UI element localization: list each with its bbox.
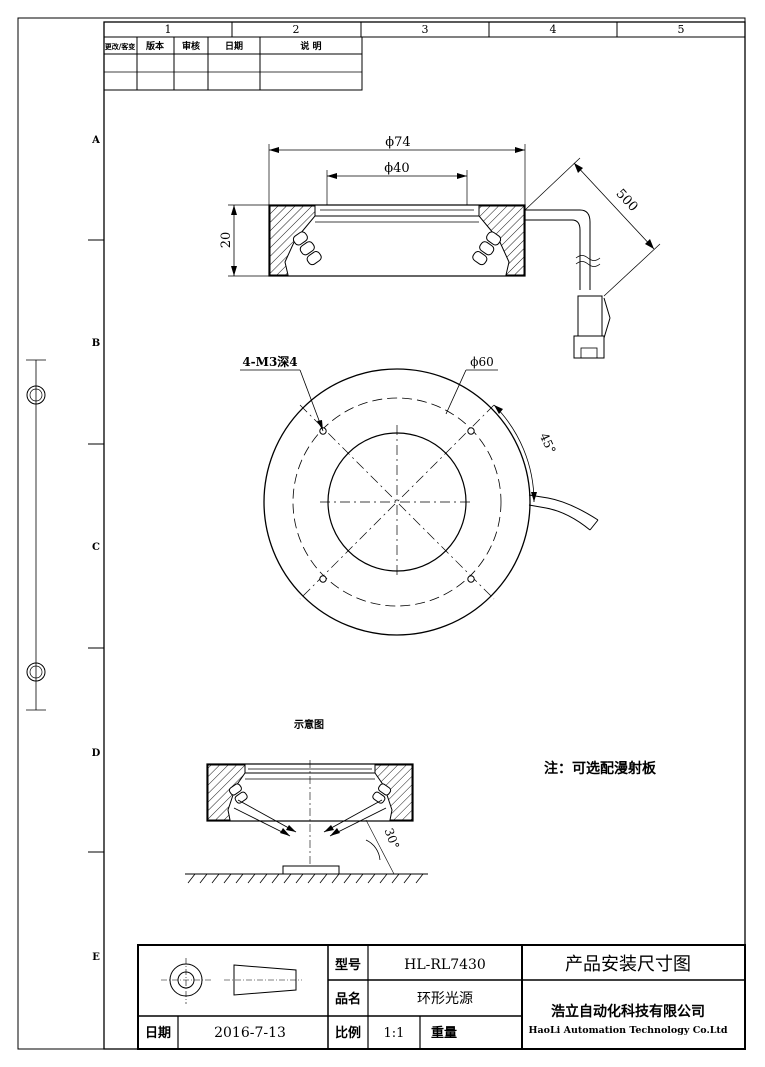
schematic-view: 30° <box>185 760 428 884</box>
binding-marks <box>26 359 46 711</box>
schematic-label: 示意图 <box>294 718 324 731</box>
projection-symbol <box>161 958 302 1004</box>
dim-holes: 4-M3深4 <box>242 354 297 369</box>
name-value: 环形光源 <box>417 991 473 1007</box>
row-letter-b: B <box>92 338 100 349</box>
dim-height: 20 <box>219 232 234 249</box>
dim-angle-30: 30° <box>382 826 402 851</box>
company-en: HaoLi Automation Technology Co.Ltd <box>529 1025 728 1036</box>
dim-hole-circle: ϕ60 <box>470 355 493 369</box>
model-label: 型号 <box>335 957 361 973</box>
date-value: 2016-7-13 <box>214 1025 286 1041</box>
model-value: HL-RL7430 <box>404 957 486 973</box>
section-view: ϕ74 ϕ40 20 500 <box>219 135 661 359</box>
rev-header-review: 审核 <box>182 40 200 52</box>
name-label: 品名 <box>335 991 361 1007</box>
row-letter-c: C <box>92 542 100 553</box>
note-diffuser: 注：可选配漫射板 <box>544 760 657 777</box>
dim-inner-diameter: ϕ40 <box>384 161 409 176</box>
weight-label: 重量 <box>431 1025 457 1041</box>
column-number-3: 3 <box>422 23 429 36</box>
row-letter-e: E <box>92 952 100 963</box>
column-number-2: 2 <box>293 23 300 36</box>
rev-header-date: 日期 <box>225 40 243 52</box>
scale-label: 比例 <box>335 1025 361 1041</box>
column-number-4: 4 <box>550 23 557 36</box>
title-block: 型号 HL-RL7430 产品安装尺寸图 品名 环形光源 浩立自动化科技有限公司… <box>137 944 746 1050</box>
rev-header-change: 更改/客变 <box>105 42 136 51</box>
drawing-title: 产品安装尺寸图 <box>565 954 691 975</box>
dim-angle-45: 45° <box>537 431 559 456</box>
revision-table: 更改/客变 版本 审核 日期 说 明 <box>103 36 363 91</box>
outer-frame <box>17 17 746 1050</box>
rev-header-version: 版本 <box>145 40 165 52</box>
plan-view: 4-M3深4 ϕ60 45° <box>240 354 599 636</box>
dim-outer-diameter: ϕ74 <box>385 135 410 150</box>
rev-header-notes: 说 明 <box>300 40 321 52</box>
row-letter-a: A <box>91 135 100 146</box>
scale-value: 1:1 <box>384 1026 405 1041</box>
column-number-1: 1 <box>165 23 172 36</box>
date-label: 日期 <box>145 1026 171 1041</box>
company-cn: 浩立自动化科技有限公司 <box>551 1003 705 1020</box>
column-number-5: 5 <box>678 23 685 36</box>
row-letter-d: D <box>92 748 101 759</box>
dim-cable-length: 500 <box>613 186 641 214</box>
